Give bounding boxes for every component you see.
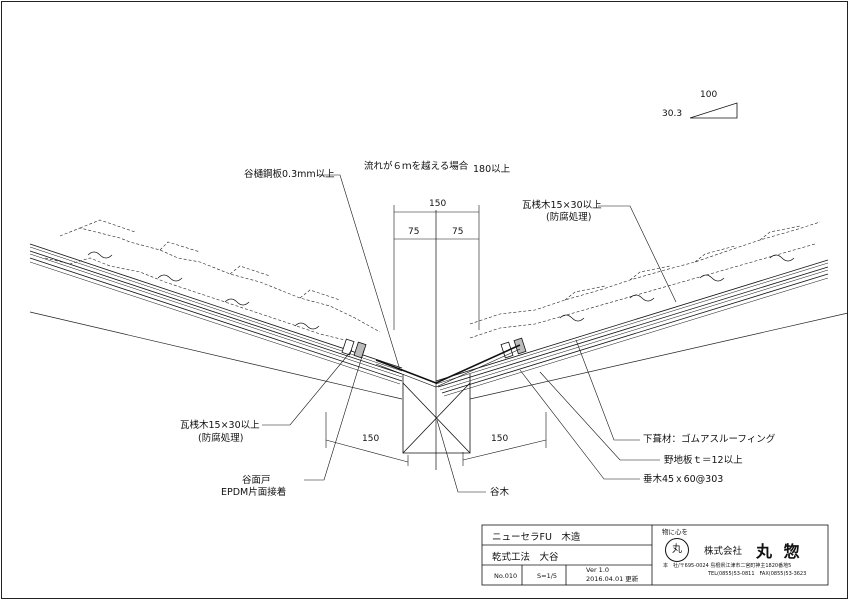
left-battens bbox=[341, 338, 367, 359]
label-underlay: 下葺材：ゴムアスルーフィング bbox=[643, 434, 776, 445]
tb-product: ニューセラFU 木造 bbox=[492, 532, 581, 543]
roof-plane-lines bbox=[29, 311, 849, 400]
valley-rafter-box bbox=[402, 374, 471, 454]
right-roof-layers bbox=[435, 259, 829, 397]
company-seal: 丸 bbox=[665, 538, 689, 562]
tb-updated: 2016.04.01 更新 bbox=[586, 575, 639, 583]
flow-note: 流れが６ｍを越える場合 bbox=[364, 161, 469, 172]
tb-scale: S=1/5 bbox=[537, 572, 558, 580]
label-valley-stop-1: 谷面戸 bbox=[242, 475, 271, 486]
tb-motto: 物に心を bbox=[662, 528, 688, 536]
label-batten-right-1: 瓦桟木15×30以上 bbox=[522, 200, 602, 211]
dim-bottom-left: 150 bbox=[362, 434, 380, 444]
right-battens bbox=[500, 337, 527, 359]
label-batten-left-1: 瓦桟木15×30以上 bbox=[180, 420, 260, 431]
bottom-dimensions bbox=[325, 412, 547, 466]
label-rafter: 垂木45ｘ60@303 bbox=[643, 474, 724, 485]
right-roof-tiles bbox=[469, 221, 821, 339]
valley-gutter bbox=[375, 344, 521, 388]
label-valley-rafter: 谷木 bbox=[490, 487, 510, 498]
tb-company: 株式会社 bbox=[704, 546, 743, 557]
label-batten-left-2: (防腐処理) bbox=[198, 433, 244, 444]
tb-number: No.010 bbox=[494, 572, 518, 580]
slope-indicator bbox=[689, 102, 738, 119]
left-roof-layers bbox=[29, 243, 403, 385]
label-sheathing: 野地板ｔ＝12以上 bbox=[664, 455, 743, 466]
leader-lines bbox=[262, 174, 677, 493]
dim-top-total: 150 bbox=[429, 199, 447, 209]
slope-run: 100 bbox=[700, 90, 718, 100]
label-batten-right-2: (防腐処理) bbox=[546, 212, 592, 223]
dim-top-right: 75 bbox=[452, 227, 464, 237]
slope-rise: 30.3 bbox=[662, 109, 683, 119]
label-gutter-plate: 谷樋鋼板0.3mm以上 bbox=[244, 169, 335, 180]
tb-address: 本 社/〒695-0024 島根県江津市二宮町神主1820番地5 bbox=[663, 563, 792, 569]
tb-version: Ver 1.0 bbox=[586, 566, 610, 574]
top-dimensions bbox=[393, 205, 480, 330]
left-tile-hooks bbox=[87, 251, 320, 330]
dim-bottom-right: 150 bbox=[491, 434, 509, 444]
flow-note-value: 180以上 bbox=[473, 164, 511, 175]
left-roof-tiles bbox=[44, 219, 381, 341]
tb-company-name: 丸 惣 bbox=[756, 542, 803, 561]
title-block bbox=[481, 524, 829, 586]
tb-contact: TEL(0855)53-0811 FAX(0855)53-3623 bbox=[708, 571, 807, 577]
label-valley-stop-2: EPDM片面接着 bbox=[221, 487, 287, 498]
dim-top-left: 75 bbox=[408, 227, 420, 237]
tb-method: 乾式工法 大谷 bbox=[492, 552, 559, 563]
right-tile-hooks bbox=[559, 254, 795, 322]
